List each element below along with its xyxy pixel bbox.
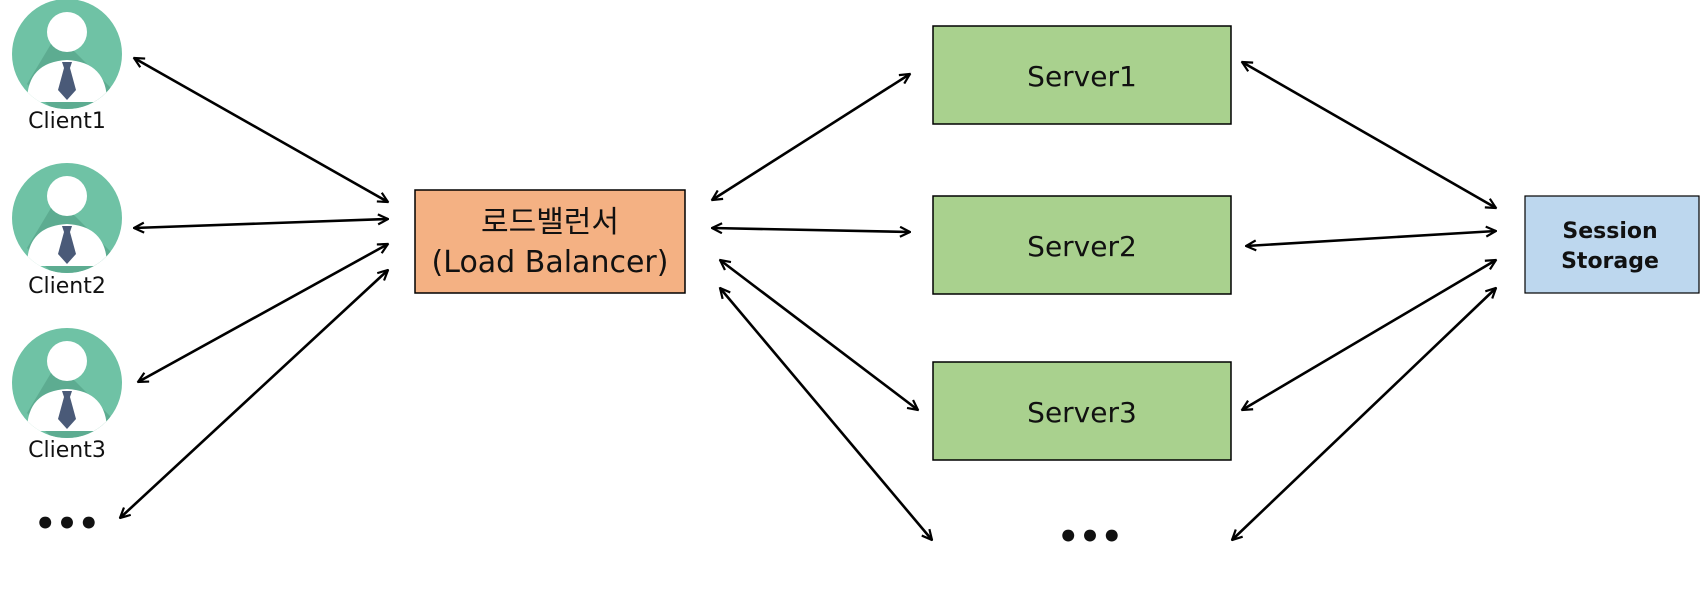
arrow-client3-lb — [138, 244, 388, 382]
session-storage-line2: Storage — [1561, 249, 1659, 274]
client-2: Client2 — [12, 163, 127, 299]
arrow-server3-storage — [1242, 260, 1496, 410]
user-business-icon — [12, 0, 127, 124]
arrow-lb-server1 — [712, 74, 910, 200]
load-balancer-rect — [414, 189, 686, 294]
server-label: Server2 — [1027, 230, 1137, 263]
arrow-servermore-storage — [1232, 288, 1496, 540]
client-label: Client2 — [28, 274, 106, 299]
user-business-icon — [12, 328, 127, 453]
client-label: Client3 — [28, 438, 106, 463]
server-rect — [932, 25, 1232, 125]
server-3-box: Server3 — [932, 361, 1232, 461]
session-storage-rect — [1524, 195, 1700, 294]
server-2-box: Server2 — [932, 195, 1232, 295]
server-rect — [932, 195, 1232, 295]
client-label: Client1 — [28, 109, 106, 134]
server-label: Server1 — [1027, 60, 1137, 93]
load-balancer-subtitle: (Load Balancer) — [432, 245, 669, 280]
load-balancer-box: 로드밸런서 (Load Balancer) — [414, 189, 686, 294]
user-business-icon — [12, 163, 127, 288]
client-more-ellipsis: ••• — [34, 504, 99, 544]
load-balancer-title: 로드밸런서 — [481, 205, 619, 240]
arrow-server2-storage — [1246, 231, 1496, 246]
arrow-clientmore-lb — [120, 270, 388, 518]
server-more-ellipsis: ••• — [1057, 517, 1122, 557]
server-rect — [932, 361, 1232, 461]
server-1-box: Server1 — [932, 25, 1232, 125]
session-storage-box: Session Storage — [1524, 195, 1700, 294]
arrow-server1-storage — [1242, 62, 1496, 208]
server-label: Server3 — [1027, 396, 1137, 429]
connection-arrows — [120, 58, 1496, 540]
arrow-lb-server2 — [712, 228, 910, 232]
session-storage-line1: Session — [1562, 219, 1657, 244]
arrow-client2-lb — [134, 219, 388, 228]
arrow-client1-lb — [134, 58, 388, 202]
client-3: Client3 — [12, 328, 127, 463]
arrow-lb-server3 — [720, 260, 918, 410]
client-1: Client1 — [12, 0, 127, 134]
arrow-lb-servermore — [720, 288, 932, 540]
